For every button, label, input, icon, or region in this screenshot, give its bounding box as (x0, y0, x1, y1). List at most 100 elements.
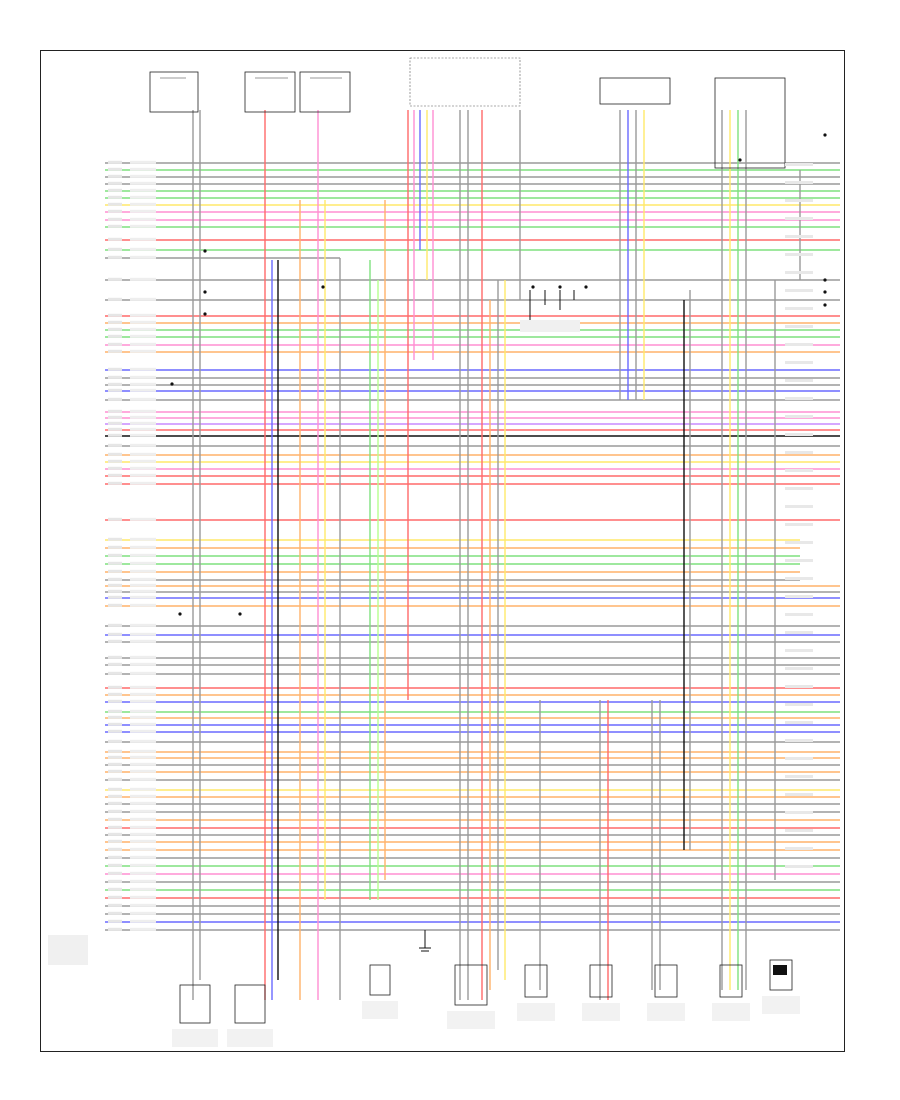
wire-color-label (130, 871, 156, 875)
wire-color-label (130, 255, 156, 259)
relay-switch-group (520, 290, 580, 332)
pin-label (108, 762, 122, 766)
right-label (785, 865, 813, 868)
right-label (785, 523, 813, 526)
right-label (785, 217, 813, 220)
wire-color-label (130, 237, 156, 241)
pin-label (108, 755, 122, 759)
pin-label (108, 903, 122, 907)
wire-color-label (130, 415, 156, 419)
right-label (785, 163, 813, 166)
pin-label (108, 825, 122, 829)
wire-color-label (130, 589, 156, 593)
pin-label (108, 443, 122, 447)
wire-color-label (130, 927, 156, 931)
splice-dot (823, 133, 827, 137)
right-label (785, 757, 813, 760)
wire-color-label (130, 709, 156, 713)
wire-color-label (130, 887, 156, 891)
pin-label (108, 927, 122, 931)
wire-color-label (130, 639, 156, 643)
wire-color-label (130, 334, 156, 338)
right-label (785, 307, 813, 310)
top-fuse-section (149, 57, 786, 169)
wire-color-label (130, 801, 156, 805)
wire-color-label (130, 224, 156, 228)
pin-label (108, 589, 122, 593)
pin-label (108, 388, 122, 392)
component-symbol (172, 984, 218, 1047)
pin-label (108, 879, 122, 883)
pin-label (108, 427, 122, 431)
splice-dot (203, 312, 207, 316)
pin-label (108, 911, 122, 915)
pin-label (108, 466, 122, 470)
pin-label (108, 421, 122, 425)
pin-label (108, 237, 122, 241)
right-label (785, 343, 813, 346)
wire-color-label (130, 553, 156, 557)
wire-color-label (130, 397, 156, 401)
pin-label (108, 277, 122, 281)
wire-color-label (130, 895, 156, 899)
splice-dot (823, 278, 827, 282)
right-label (785, 397, 813, 400)
pin-label (108, 787, 122, 791)
pin-label (108, 409, 122, 413)
component-symbol (647, 964, 685, 1021)
wire-color-label (130, 809, 156, 813)
wire-color-label (130, 755, 156, 759)
right-label (785, 361, 813, 364)
diagram-border (40, 50, 845, 1052)
right-label (785, 667, 813, 670)
vertical-wires (192, 110, 801, 1000)
right-label (785, 649, 813, 652)
pin-label (108, 603, 122, 607)
pin-label (108, 160, 122, 164)
wire-color-label (130, 427, 156, 431)
wire-color-label (130, 623, 156, 627)
wire-color-label (130, 632, 156, 636)
wire-color-label (130, 313, 156, 317)
pin-label (108, 188, 122, 192)
wire-color-label (130, 739, 156, 743)
wire-color-label (130, 685, 156, 689)
wire-color-label (130, 762, 156, 766)
splice-dot (203, 290, 207, 294)
pin-label (108, 174, 122, 178)
pin-label (108, 181, 122, 185)
component-symbol (582, 964, 620, 1021)
wire-color-label (130, 825, 156, 829)
wire-color-label (130, 911, 156, 915)
wire-color-label (130, 794, 156, 798)
wire-color-label (130, 195, 156, 199)
right-label (785, 325, 813, 328)
splice-dot (178, 612, 182, 616)
splice-dot (584, 285, 588, 289)
wire-color-label (130, 466, 156, 470)
component-symbol (517, 964, 555, 1021)
pin-label (108, 863, 122, 867)
right-label (785, 289, 813, 292)
right-label (785, 739, 813, 742)
pin-label (108, 655, 122, 659)
pin-label (108, 327, 122, 331)
pin-label (108, 247, 122, 251)
pin-label (108, 397, 122, 401)
right-label (785, 793, 813, 796)
wire-color-label (130, 277, 156, 281)
pin-label (108, 202, 122, 206)
right-label (785, 541, 813, 544)
pin-label (108, 692, 122, 696)
component-symbol (712, 964, 750, 1021)
wire-color-label (130, 777, 156, 781)
pin-label (108, 452, 122, 456)
wire-color-label (130, 855, 156, 859)
ecm-label-block (48, 935, 88, 965)
right-label (785, 379, 813, 382)
wire-color-label (130, 433, 156, 437)
right-label (785, 595, 813, 598)
wire-color-label (130, 671, 156, 675)
right-label (785, 811, 813, 814)
right-label (785, 721, 813, 724)
